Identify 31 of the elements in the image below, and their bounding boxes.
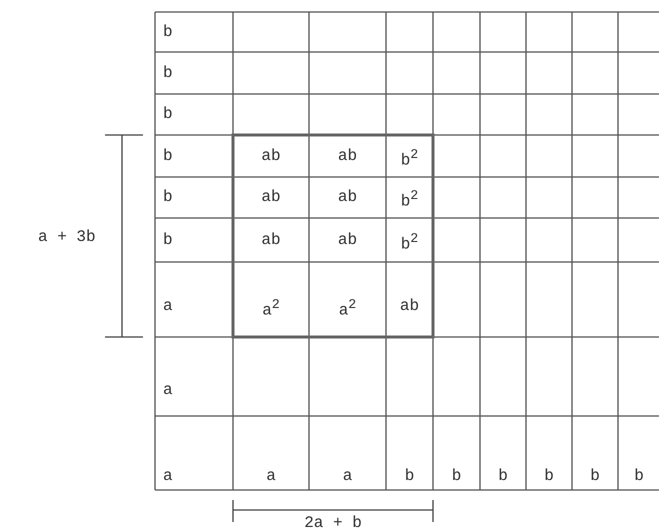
algebra-term: ab (338, 147, 358, 165)
algebra-term: a (163, 381, 173, 399)
algebra-term: b (404, 467, 414, 485)
algebra-term: b (590, 467, 600, 485)
algebra-term: b$^{2}$ (400, 188, 418, 210)
algebra-term: b (163, 147, 173, 165)
algebra-term: b (163, 23, 173, 41)
algebra-term: b (634, 467, 644, 485)
algebra-term: a (266, 467, 276, 485)
algebra-term: b$^{2}$ (400, 231, 418, 254)
algebra-term: b (163, 231, 173, 249)
algebra-term: a (163, 467, 173, 485)
algebra-term: b (163, 188, 173, 206)
algebra-term: b (163, 105, 173, 123)
algebra-term: b (163, 64, 173, 82)
algebra-term: ab (261, 231, 281, 249)
algebra-term: ab (261, 188, 281, 206)
algebra-term: ab (338, 231, 358, 249)
dimension-label: a + 3b (38, 228, 96, 246)
algebra-term: ab (261, 147, 281, 165)
algebra-term: b (544, 467, 554, 485)
algebra-term: a (163, 297, 173, 315)
algebra-term: b$^{2}$ (400, 147, 418, 170)
algebra-term: a$^{2}$ (262, 297, 280, 320)
algebra-term: b (498, 467, 508, 485)
algebra-term: b (452, 467, 462, 485)
algebra-term: ab (338, 188, 358, 206)
algebra-term: ab (400, 297, 420, 315)
dimension-label: 2a + b (304, 514, 362, 532)
algebra-term: a$^{2}$ (338, 297, 356, 320)
algebra-term: a (342, 467, 352, 485)
